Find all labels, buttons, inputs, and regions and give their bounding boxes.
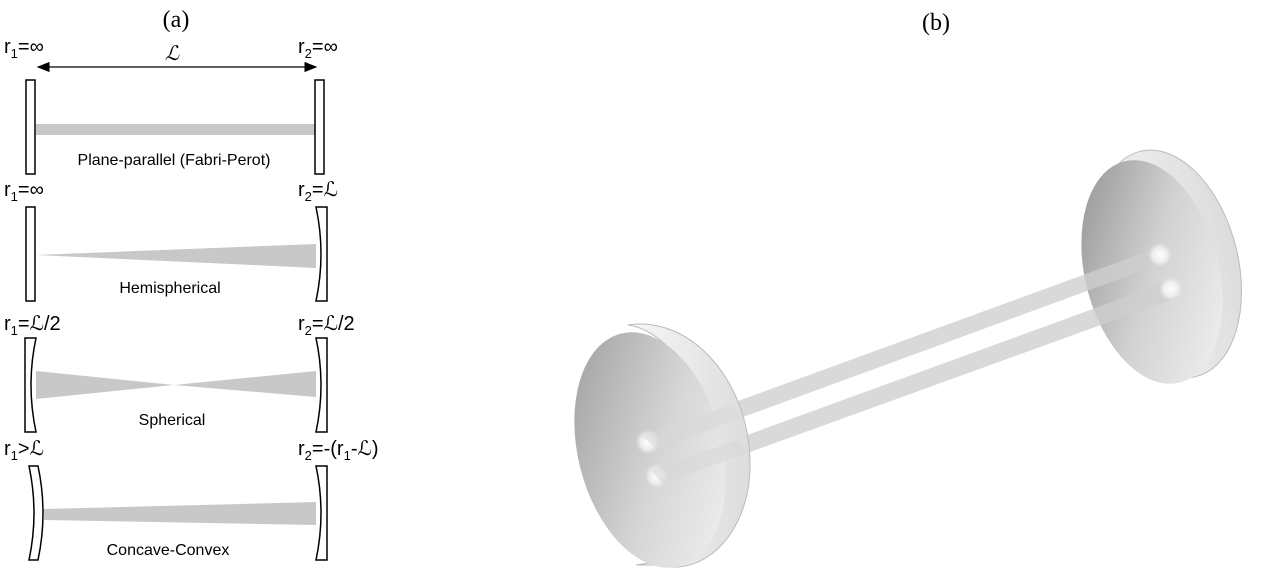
right-mirror [314,79,325,175]
resonator-plane-parallel: r1=∞ r2=∞ ℒ Plane-parallel (Fabri-Perot) [4,36,338,175]
panel-b: (b) [574,10,1242,568]
panel-a-label: (a) [163,7,190,33]
caption-spherical: Spherical [139,412,206,429]
caption-hemispherical: Hemispherical [119,280,220,297]
beam-pair [642,248,1178,484]
right-radius-label: r2=ℒ [298,179,338,204]
right-radius-label: r2=-(r1-ℒ) [298,438,379,463]
beam-spot [1158,276,1184,302]
left-radius-label: r1=∞ [4,36,44,61]
caption-concave-convex: Concave-Convex [107,542,230,559]
beam-upper [642,248,1166,449]
length-label: ℒ [165,41,180,65]
left-radius-label: r1>ℒ [4,438,44,463]
panel-a: (a) r1=∞ r2=∞ ℒ Plane-parallel (Fabri-Pe… [4,7,379,561]
left-radius-label: r1=∞ [4,179,44,204]
resonator-hemispherical: r1=∞ r2=ℒ Hemispherical [4,179,338,302]
left-mirror [25,79,36,175]
right-radius-label: r2=∞ [298,36,338,61]
beam [36,244,316,268]
right-mirror [315,206,328,302]
beam [36,371,316,399]
beam-lower [651,282,1178,484]
right-radius-label: r2=ℒ/2 [298,313,355,338]
beam [44,502,316,525]
left-mirror [25,206,36,302]
left-radius-label: r1=ℒ/2 [4,313,61,338]
panel-b-label: (b) [922,10,950,36]
left-mirror [24,337,37,433]
caption-plane-parallel: Plane-parallel (Fabri-Perot) [78,152,271,169]
right-mirror [315,337,328,433]
beam [36,124,315,135]
right-mirror [315,465,328,561]
left-mirror [28,465,44,561]
resonator-concave-convex: r1>ℒ r2=-(r1-ℒ) Concave-Convex [4,438,379,561]
beam-spot [1147,242,1173,268]
beam-overlay [642,404,746,484]
resonator-spherical: r1=ℒ/2 r2=ℒ/2 Spherical [4,313,355,433]
